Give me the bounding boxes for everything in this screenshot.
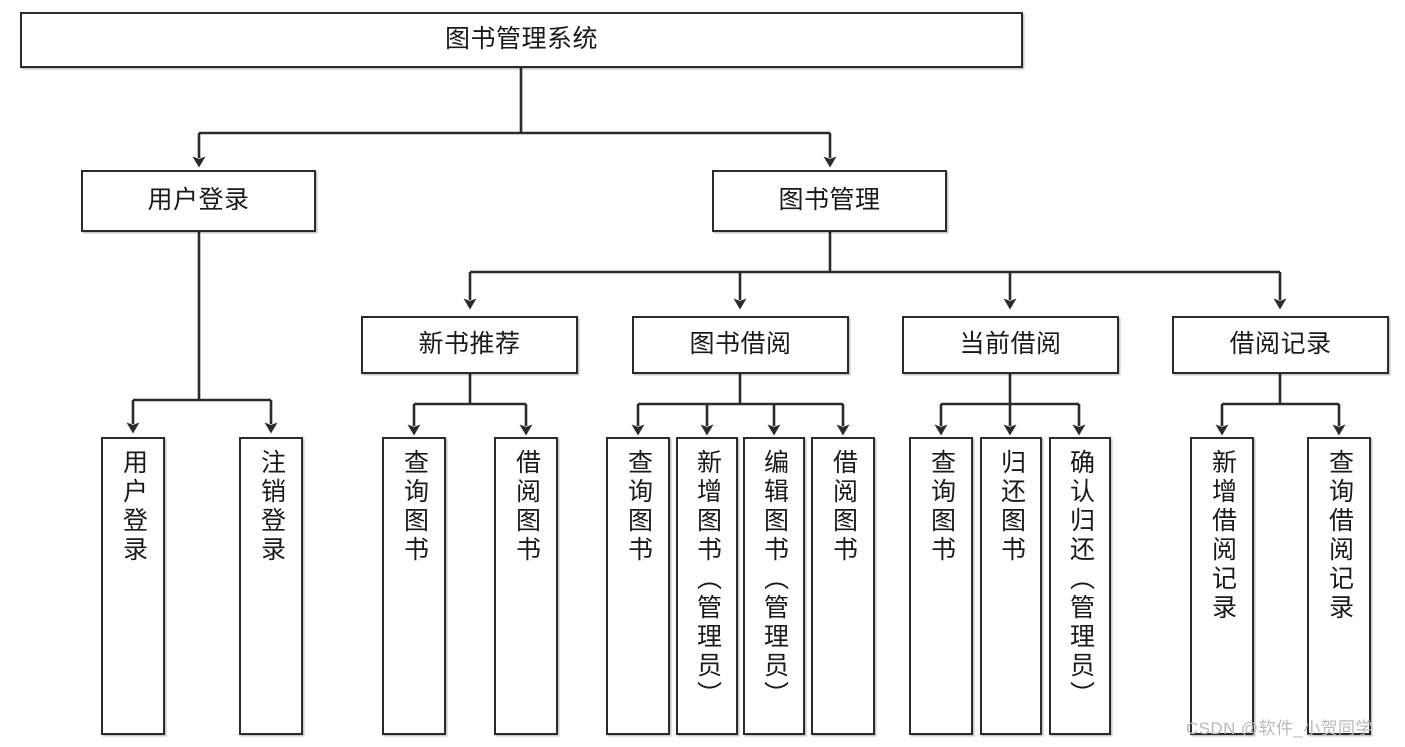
node-borrow-record[interactable]: 借阅记录 bbox=[1172, 316, 1389, 374]
node-leaf-add-book[interactable]: 新增图书（管理员） bbox=[676, 437, 738, 735]
node-leaf-return-book-label: 归还图书 bbox=[997, 449, 1026, 565]
node-leaf-add-record-label: 新增借阅记录 bbox=[1208, 449, 1237, 623]
node-leaf-add-record[interactable]: 新增借阅记录 bbox=[1190, 437, 1254, 735]
node-leaf-confirm-return[interactable]: 确认归还（管理员） bbox=[1049, 437, 1111, 735]
node-leaf-borrow-book-1[interactable]: 借阅图书 bbox=[494, 437, 558, 735]
node-book-manage-label: 图书管理 bbox=[778, 186, 881, 215]
node-book-manage[interactable]: 图书管理 bbox=[712, 170, 947, 232]
node-leaf-query-record-label: 查询借阅记录 bbox=[1325, 449, 1354, 623]
node-leaf-confirm-return-label: 确认归还（管理员） bbox=[1066, 449, 1095, 710]
node-leaf-borrow-book-2-label: 借阅图书 bbox=[829, 449, 858, 565]
node-leaf-user-login[interactable]: 用户登录 bbox=[101, 437, 165, 735]
node-leaf-borrow-book-1-label: 借阅图书 bbox=[512, 449, 541, 565]
node-leaf-query-book-2[interactable]: 查询图书 bbox=[606, 437, 670, 735]
watermark: CSDN @软件_小贺同学 bbox=[1186, 719, 1373, 738]
node-new-book-recommend-label: 新书推荐 bbox=[418, 330, 521, 359]
node-user-login-label: 用户登录 bbox=[147, 186, 250, 215]
node-new-book-recommend[interactable]: 新书推荐 bbox=[361, 316, 578, 374]
node-leaf-query-book-3-label: 查询图书 bbox=[927, 449, 956, 565]
node-leaf-borrow-book-2[interactable]: 借阅图书 bbox=[811, 437, 875, 735]
node-leaf-logout-login-label: 注销登录 bbox=[257, 449, 286, 565]
node-leaf-query-book-1-label: 查询图书 bbox=[400, 449, 429, 565]
node-borrow-record-label: 借阅记录 bbox=[1229, 330, 1332, 359]
node-leaf-user-login-label: 用户登录 bbox=[119, 449, 148, 565]
node-leaf-edit-book-label: 编辑图书（管理员） bbox=[760, 449, 789, 710]
node-leaf-query-book-1[interactable]: 查询图书 bbox=[382, 437, 446, 735]
node-leaf-return-book[interactable]: 归还图书 bbox=[980, 437, 1042, 735]
node-current-borrow-label: 当前借阅 bbox=[959, 330, 1062, 359]
node-leaf-edit-book[interactable]: 编辑图书（管理员） bbox=[743, 437, 805, 735]
node-leaf-query-record[interactable]: 查询借阅记录 bbox=[1307, 437, 1371, 735]
node-root-label: 图书管理系统 bbox=[444, 25, 598, 54]
node-root[interactable]: 图书管理系统 bbox=[20, 12, 1023, 68]
node-leaf-add-book-label: 新增图书（管理员） bbox=[693, 449, 722, 710]
node-leaf-query-book-2-label: 查询图书 bbox=[624, 449, 653, 565]
node-book-borrow-label: 图书借阅 bbox=[689, 330, 792, 359]
node-book-borrow[interactable]: 图书借阅 bbox=[632, 316, 849, 374]
node-user-login[interactable]: 用户登录 bbox=[81, 170, 316, 232]
node-leaf-logout-login[interactable]: 注销登录 bbox=[239, 437, 303, 735]
node-leaf-query-book-3[interactable]: 查询图书 bbox=[909, 437, 973, 735]
node-current-borrow[interactable]: 当前借阅 bbox=[902, 316, 1119, 374]
